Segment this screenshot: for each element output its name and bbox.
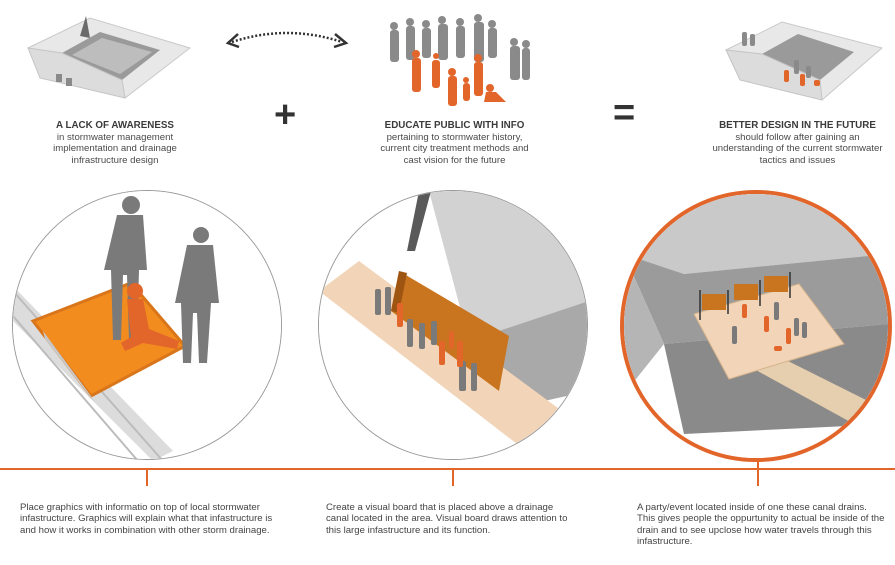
plus-sign: + xyxy=(274,94,297,136)
caption-middle: EDUCATE PUBLIC WITH INFO pertaining to s… xyxy=(372,120,537,166)
description-1: Place graphics with informatio on top of… xyxy=(20,502,273,536)
double-arrow-icon xyxy=(225,31,349,49)
caption-middle-body: pertaining to stormwater history, curren… xyxy=(380,131,529,166)
caption-left-body: in stormwater management implementation … xyxy=(53,131,177,166)
caption-middle-title: EDUCATE PUBLIC WITH INFO xyxy=(384,120,525,131)
figure-sitting-orange xyxy=(121,283,179,351)
timeline-line xyxy=(0,468,895,470)
description-3: A party/event located inside of one thes… xyxy=(637,502,885,548)
caption-right: BETTER DESIGN IN THE FUTURE should follo… xyxy=(710,120,885,166)
timeline-tick-1 xyxy=(146,468,148,486)
future-drain-icon xyxy=(724,21,884,101)
crowd-people-icon xyxy=(390,14,530,106)
caption-left: A LACK OF AWARENESS in stormwater manage… xyxy=(40,120,190,166)
circle-graphics-on-drain xyxy=(12,190,282,460)
caption-left-title: A LACK OF AWARENESS xyxy=(56,120,174,131)
figure-standing-right xyxy=(175,227,219,363)
timeline-tick-2 xyxy=(452,468,454,486)
description-2: Create a visual board that is placed abo… xyxy=(326,502,568,536)
drain-illustration-icon xyxy=(26,16,192,99)
circle-visual-board xyxy=(318,190,588,460)
equals-sign: = xyxy=(613,92,636,134)
caption-right-title: BETTER DESIGN IN THE FUTURE xyxy=(719,120,876,131)
timeline-tick-3 xyxy=(757,462,759,486)
circle-party-event xyxy=(620,190,892,462)
caption-right-body: should follow after gaining an understan… xyxy=(712,131,883,166)
